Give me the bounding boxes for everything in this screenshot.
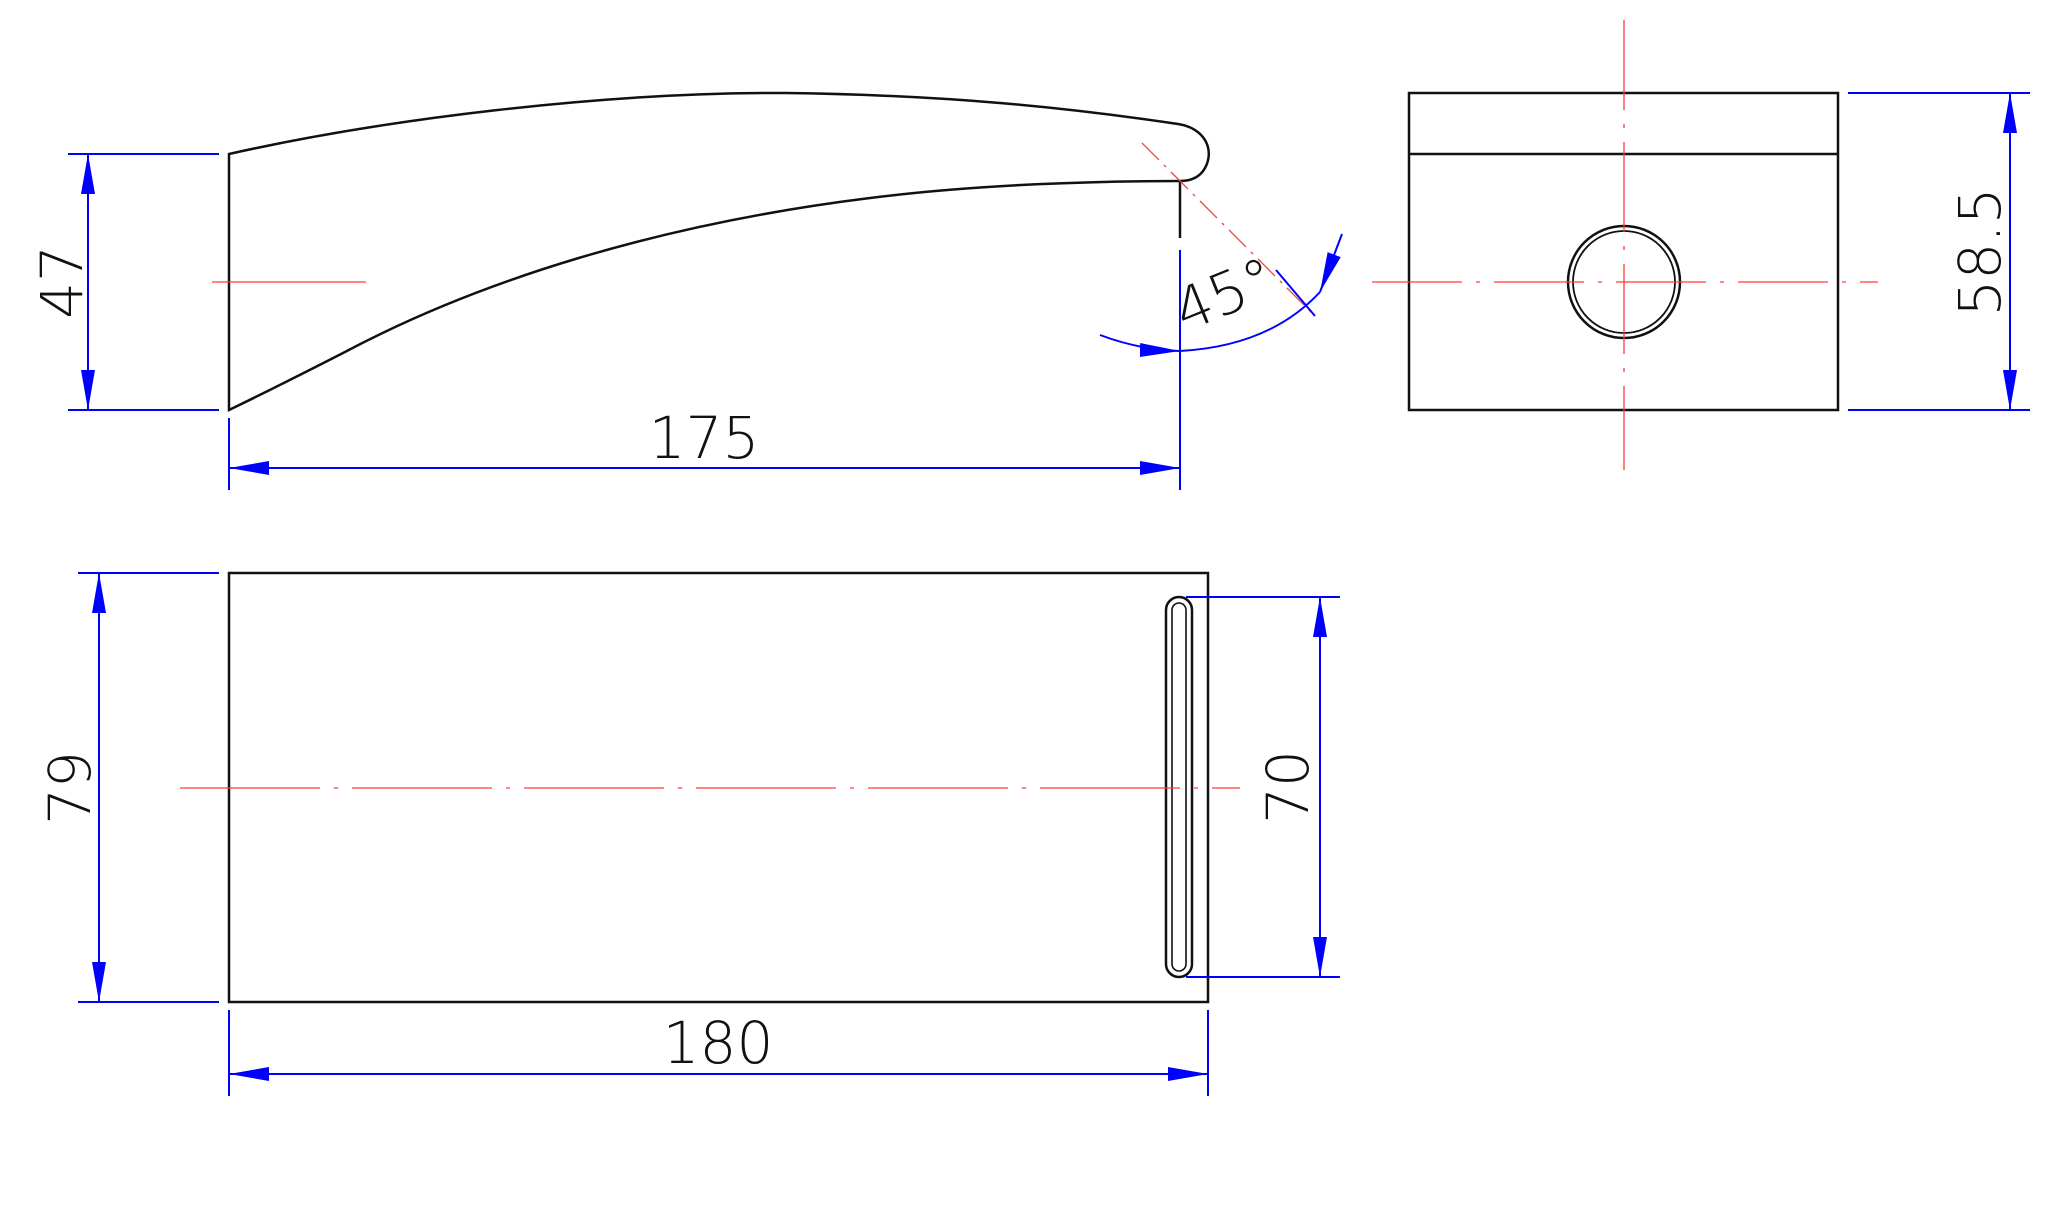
height-47-label: 47 [28,245,96,319]
dimension-70 [1186,596,1340,978]
side-view-centerlines [212,142,1316,317]
length-180-label: 180 [663,1009,774,1077]
dimension-45-degree [1099,233,1343,357]
slot-length-70-label: 70 [1254,750,1322,824]
length-175-label: 175 [649,404,760,472]
end-view [1407,91,1840,412]
end-view-centerlines [1372,20,1878,470]
dimension-175 [228,250,1181,490]
dimension-58-5 [1848,92,2030,411]
height-58-5-label: 58.5 [1946,187,2014,316]
top-view-slot-inner [1171,602,1187,972]
side-view-outline [227,91,1210,412]
dimension-47 [68,153,219,411]
dimension-79 [78,572,219,1003]
dimension-180 [228,1010,1209,1096]
width-79-label: 79 [36,751,104,825]
top-view-slot-outer [1164,595,1194,979]
side-view [227,91,1210,412]
end-view-outline [1407,91,1840,412]
